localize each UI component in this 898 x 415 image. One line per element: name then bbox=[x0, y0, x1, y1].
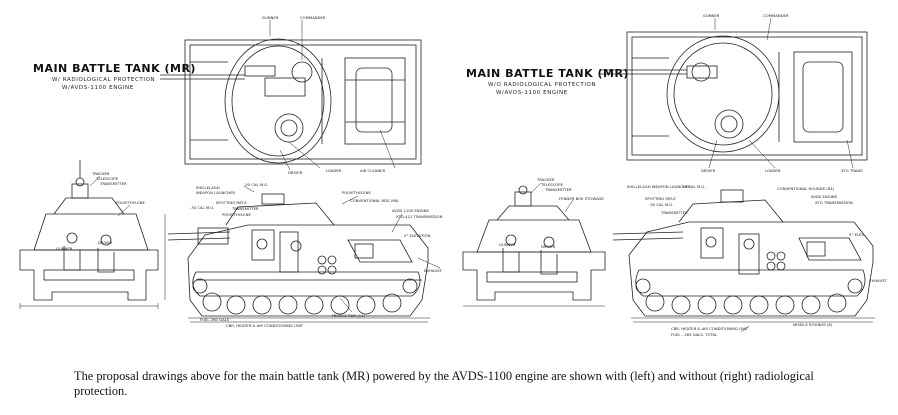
label-right-fuel: FUEL - 265 GALS. TOTAL bbox=[671, 332, 718, 337]
label-right-gunner-front: GUNNER bbox=[499, 242, 516, 247]
label-right-tracker: TRACKER bbox=[536, 177, 555, 182]
label-right-shillelagh: SHILLELAGH WEAPON LAUNCHER bbox=[627, 184, 691, 189]
label-right-gunner-top: GUNNER bbox=[703, 13, 720, 18]
left-drawing-subtitle-2: W/AVDS-1100 ENGINE bbox=[62, 85, 134, 91]
label-left-elevation: 5° ELEVATION bbox=[404, 233, 431, 238]
left-tank-drawing: GUNNER COMMANDER LOADER AIR CLEANER DRIV… bbox=[19, 15, 443, 328]
label-right-spotting-rifle: SPOTTING RIFLE bbox=[645, 196, 676, 201]
figure-caption: The proposal drawings above for the main… bbox=[74, 369, 814, 398]
right-side-view bbox=[612, 189, 875, 333]
label-left-avds-engine: AVDS 1100 ENGINE bbox=[392, 208, 430, 213]
label-left-polyethylene-front: POLYETHYLENE bbox=[116, 200, 145, 205]
label-right-driver-front: DRIVER bbox=[541, 244, 556, 249]
label-left-driver-top: DRIVER bbox=[288, 170, 303, 175]
label-right-transmitter: TRANSMITTER bbox=[544, 187, 572, 192]
left-drawing-subtitle-1: W/ RADIOLOGICAL PROTECTION bbox=[52, 77, 156, 83]
right-front-view bbox=[462, 182, 606, 307]
label-left-transmitter: TRANSMITTER bbox=[99, 181, 127, 186]
label-left-shillelagh: SHILLELAGH bbox=[196, 185, 220, 190]
right-drawing-subtitle-2: W/AVDS-1100 ENGINE bbox=[496, 90, 568, 96]
label-right-fender-box: FENDER BOX STOWAGE bbox=[559, 196, 604, 201]
label-right-cbr-unit: CBR, HEATER & AIR CONDITIONING UNIT bbox=[671, 326, 749, 331]
label-left-polyethylene-top: POLYETHYLENE bbox=[342, 190, 371, 195]
right-drawing-subtitle-1: W/O RADIOLOGICAL PROTECTION bbox=[488, 82, 597, 88]
label-right-driver-top: DRIVER bbox=[701, 168, 716, 173]
label-left-cbr-unit: CBR, HEATER & AIR CONDITIONING UNIT bbox=[226, 323, 304, 328]
label-left-xtg-transmission: XTG-411 TRANSMISSION bbox=[396, 214, 443, 219]
label-left-loader-top: LOADER bbox=[326, 168, 342, 173]
label-left-commander-top: COMMANDER bbox=[300, 15, 326, 20]
label-right-conventional-rds: CONVENTIONAL ROUNDS (84) bbox=[777, 186, 835, 191]
left-drawing-title: MAIN BATTLE TANK (MR) bbox=[33, 62, 196, 75]
label-right-exhaust: EXHAUST bbox=[869, 278, 888, 283]
left-side-view bbox=[167, 185, 441, 323]
label-left-cal50: .50 CAL M.G. bbox=[244, 182, 268, 187]
label-right-elevation: 5° ELEV. bbox=[849, 232, 865, 237]
label-left-weapon-launcher: WEAPON LAUNCHER bbox=[196, 190, 235, 195]
label-left-cal30: .30 CAL M.G. bbox=[190, 205, 214, 210]
label-left-gunner-front: GUNNER bbox=[56, 246, 73, 251]
label-right-loader-top: LOADER bbox=[765, 168, 781, 173]
label-right-transmitter-side: TRANSMITTER bbox=[660, 210, 688, 215]
label-right-transmission-side: XTG TRANSMISSION bbox=[815, 200, 853, 205]
label-right-missile-rds: MISSILE ROUNDS (6) bbox=[793, 322, 833, 327]
label-left-conventional-rds: CONVENTIONAL RDS (98) bbox=[350, 198, 399, 203]
label-right-cal30: .30 CAL M.G. bbox=[649, 202, 673, 207]
label-left-spotting-rifle: SPOTTING RIFLE bbox=[216, 200, 247, 205]
label-left-telescope: TELESCOPE bbox=[95, 176, 119, 181]
label-right-cal50: .50 CAL M.G. bbox=[681, 184, 705, 189]
label-right-commander-top: COMMANDER bbox=[763, 13, 789, 18]
label-right-transmission: XTG TRANS bbox=[841, 168, 863, 173]
label-left-polyethylene-side: POLYETHYLENE bbox=[222, 212, 251, 217]
label-right-avds-engine: AVDS ENGINE bbox=[811, 194, 838, 199]
label-left-driver-front: DRIVER bbox=[98, 240, 113, 245]
label-left-gunner-top: GUNNER bbox=[262, 15, 279, 20]
label-left-exhaust: EXHAUST bbox=[424, 268, 443, 273]
right-drawing-title: MAIN BATTLE TANK (MR) bbox=[466, 67, 629, 80]
label-left-air-cleaner: AIR CLEANER bbox=[360, 168, 386, 173]
right-top-view bbox=[599, 17, 868, 169]
label-left-transmitter-side: TRANSMITTER bbox=[231, 206, 259, 211]
label-left-missile-rds: MISSILE RDS (11) bbox=[332, 313, 366, 318]
label-left-tracker: TRACKER bbox=[91, 171, 110, 176]
left-top-view bbox=[160, 20, 422, 171]
label-left-fuel: FUEL 260 GALS bbox=[200, 317, 230, 322]
label-right-telescope: TELESCOPE bbox=[540, 182, 564, 187]
left-front-view bbox=[19, 160, 166, 309]
right-tank-drawing: GUNNER COMMANDER DRIVER LOADER XTG TRANS… bbox=[462, 13, 888, 337]
